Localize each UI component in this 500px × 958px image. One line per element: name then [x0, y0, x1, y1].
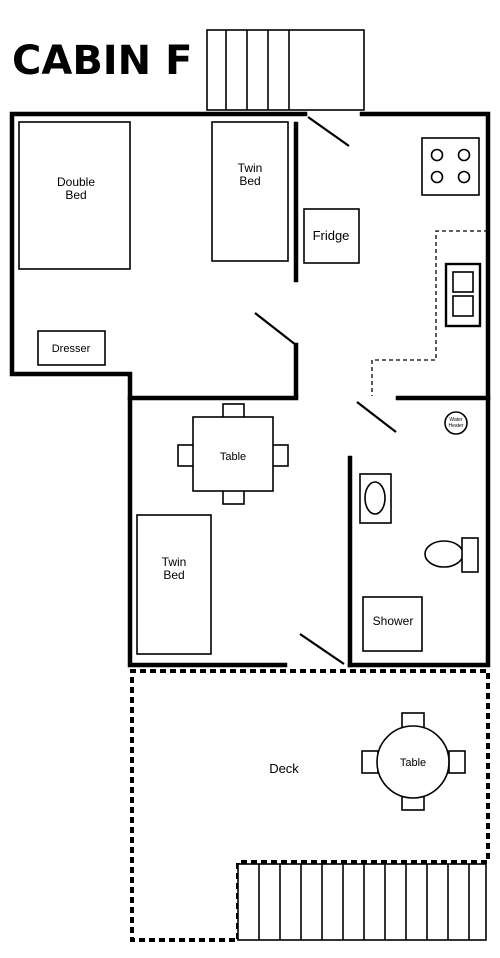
double-bed-label-line1: Double	[57, 175, 95, 189]
twin-bed-bottom-label-line2: Bed	[163, 568, 184, 582]
interior-walls	[127, 121, 491, 668]
twin-bed-top: Twin Bed	[211, 121, 289, 262]
deck-label: Deck	[269, 761, 299, 776]
top-stairs	[206, 29, 365, 111]
deck-table: Table	[361, 712, 466, 811]
bathroom-sink	[359, 473, 392, 524]
exterior-walls	[9, 111, 491, 668]
stove	[421, 137, 480, 196]
water-heater-label-line1: Water	[449, 417, 462, 423]
twin-bed-bottom: Twin Bed	[136, 514, 212, 655]
deck-table-label: Table	[400, 757, 426, 769]
kitchen-sink	[444, 262, 482, 328]
water-heater: Water Heater	[444, 411, 468, 435]
shower: Shower	[362, 596, 423, 652]
fridge: Fridge	[303, 208, 360, 264]
deck-stairs	[237, 863, 487, 941]
plan-title: CABIN F	[12, 38, 192, 84]
toilet	[424, 537, 479, 573]
dining-table-label: Table	[220, 451, 246, 463]
shower-label: Shower	[373, 614, 414, 628]
dining-table: Table	[177, 403, 289, 505]
dresser: Dresser	[37, 330, 106, 366]
twin-bed-top-label-line2: Bed	[239, 174, 260, 188]
doors	[254, 116, 397, 665]
twin-bed-top-label-line1: Twin	[238, 161, 263, 175]
deck-outline	[130, 669, 490, 942]
twin-bed-bottom-label-line1: Twin	[162, 555, 187, 569]
fridge-label: Fridge	[313, 228, 350, 243]
double-bed: Double Bed	[18, 121, 131, 270]
water-heater-label-line2: Heater	[448, 423, 463, 429]
double-bed-label-line2: Bed	[65, 188, 86, 202]
dresser-label: Dresser	[52, 343, 91, 355]
